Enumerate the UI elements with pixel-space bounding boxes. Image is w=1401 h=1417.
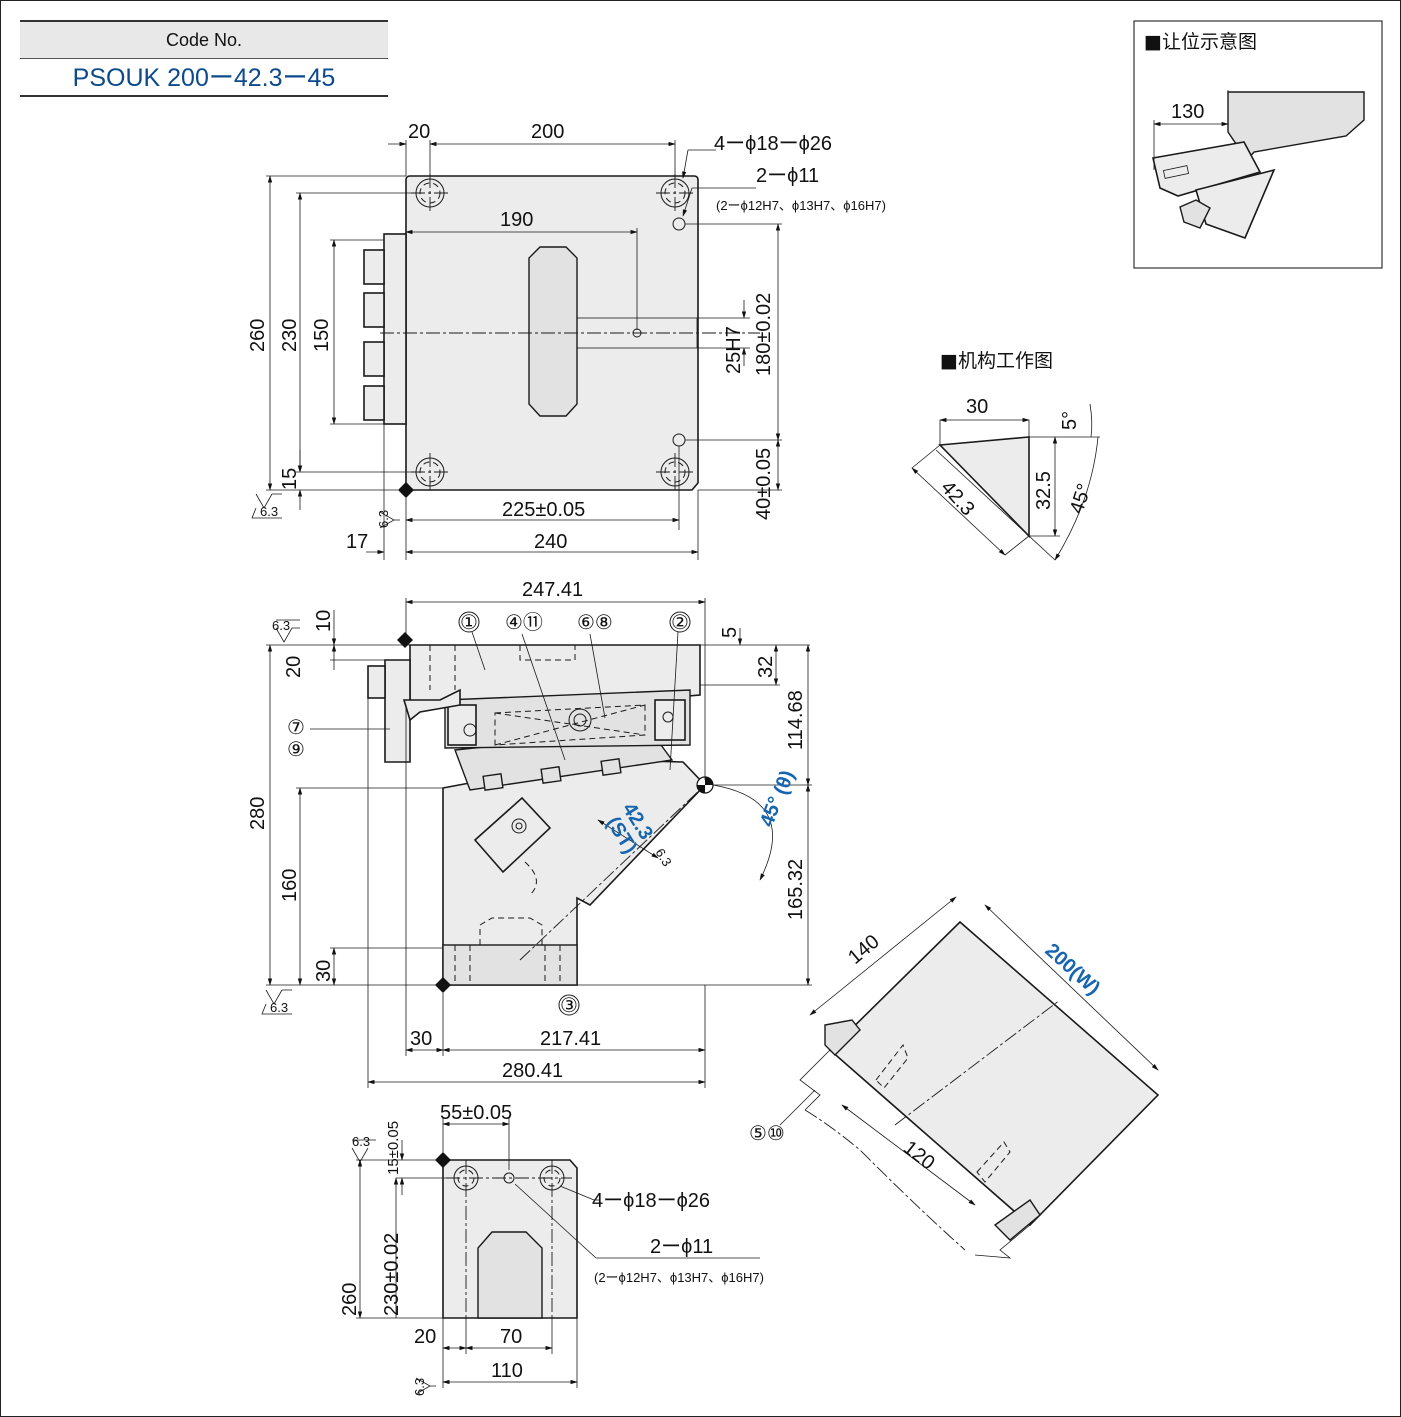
front-dim-230: 230±0.02 [381,1233,403,1316]
top-dim-260: 260 [247,319,269,352]
side-dim-20: 20 [283,656,305,678]
front-dim-260: 260 [339,1283,361,1316]
front-dim-55: 55±0.05 [440,1102,512,1124]
balloon-3: ③ [558,994,580,1017]
top-dim-150: 150 [311,319,333,352]
side-angle-theta: (θ) [770,768,799,798]
top-roughness-1: 6.3 [260,504,278,519]
side-dim-280: 280 [247,797,269,830]
side-dim-165-32: 165.32 [785,859,807,920]
top-hole-tr [656,174,694,212]
front-roughness-1: 6.3 [352,1134,370,1149]
balloon-9: ⑨ [287,739,305,761]
side-roughness-2: 6.3 [270,1000,288,1015]
iso-dim-200w: 200(W) [1041,939,1104,999]
code-number-value: PSOUK 200ー42.3ー45 [20,59,388,97]
inset-clearance-dim: 130 [1171,101,1204,123]
front-dim-110: 110 [491,1360,523,1382]
front-callout-pins: 2ーϕ11 [650,1236,713,1258]
side-dim-247-41: 247.41 [522,579,583,601]
front-dim-70: 70 [500,1326,522,1348]
inset-clearance: ■让位示意图 130 [1133,20,1383,269]
balloon-1: ① [458,611,480,634]
top-dim-240: 240 [534,531,567,553]
svg-text:⑥⑧: ⑥⑧ [577,612,613,634]
inset-clearance-title: ■让位示意图 [1144,31,1257,53]
svg-text:④⑪: ④⑪ [505,611,543,634]
svg-text:①: ① [460,612,478,634]
top-roughness-2: 6.3 [376,510,391,528]
front-dim-20: 20 [414,1326,436,1348]
code-number-header: Code No. [20,20,388,59]
front-callout-holes: 4ーϕ18ーϕ26 [592,1190,710,1212]
balloon-5-10: ⑤⑩ [749,1123,785,1145]
iso-view: 140 200(W) 120 ⑤⑩ [749,896,1160,1259]
side-dim-217-41: 217.41 [540,1028,601,1050]
front-roughness-2: 6.3 [412,1378,427,1396]
iso-dim-140: 140 [844,931,884,969]
front-callout-pins-opt: (2ーϕ12H7、ϕ13H7、ϕ16H7) [594,1270,764,1285]
top-dim-190: 190 [500,209,533,231]
side-dim-30b: 30 [410,1028,432,1050]
top-dim-17: 17 [346,531,368,553]
top-view: 20 200 190 260 230 150 15 225±0.05 240 1… [247,121,886,560]
side-dim-160: 160 [279,869,301,902]
balloon-4-11: ④⑪ [505,611,543,634]
top-callout-holes: 4ーϕ18ーϕ26 [714,133,832,155]
side-dim-10: 10 [313,610,335,632]
inset-mechanism-title: ■机构工作图 [940,350,1053,372]
mech-dim-5: 5° [1059,411,1081,430]
front-view: 55±0.05 15±0.05 260 230±0.02 20 70 110 4… [339,1102,764,1396]
side-roughness-st: 6.3 [652,846,674,869]
top-dim-40: 40±0.05 [753,448,775,520]
side-dim-114-68: 114.68 [785,690,807,750]
side-roughness-1: 6.3 [272,618,290,633]
front-dim-15: 15±0.05 [385,1121,402,1175]
side-dim-280-41: 280.41 [502,1060,563,1082]
top-dim-200: 200 [531,121,564,143]
svg-text:③: ③ [560,995,578,1017]
top-dim-225: 225±0.05 [502,499,585,521]
side-dim-5: 5 [719,627,741,638]
top-dim-230: 230 [279,319,301,352]
balloon-7: ⑦ [287,717,305,739]
side-dim-32: 32 [755,656,777,678]
top-dim-25h7: 25H7 [723,326,745,374]
mech-dim-32-5: 32.5 [1033,471,1055,510]
svg-text:⑤⑩: ⑤⑩ [749,1123,785,1145]
svg-text:⑦: ⑦ [287,717,305,739]
code-number-box: Code No. PSOUK 200ー42.3ー45 [20,20,388,97]
balloon-6-8: ⑥⑧ [577,612,613,634]
top-dim-15: 15 [279,468,301,490]
mech-dim-30: 30 [966,396,988,418]
top-callout-pins: 2ーϕ11 [756,165,819,187]
side-view: 247.41 10 20 5 32 114.68 280 160 30 165.… [247,579,812,1088]
top-hole-br [656,453,694,491]
iso-dim-120: 120 [899,1137,939,1175]
top-dim-180: 180±0.02 [753,293,775,376]
inset-mechanism: ■机构工作图 30 5° 32.5 45° 42.3 [911,350,1100,561]
side-angle-45: 45° [756,794,787,830]
top-callout-pins-opt: (2ーϕ12H7、ϕ13H7、ϕ16H7) [716,198,886,213]
mech-dim-45: 45° [1066,481,1096,517]
side-dim-30: 30 [313,960,335,982]
svg-text:②: ② [671,612,689,634]
top-dim-20: 20 [408,121,430,143]
balloon-2: ② [669,611,691,634]
svg-text:⑨: ⑨ [287,739,305,761]
